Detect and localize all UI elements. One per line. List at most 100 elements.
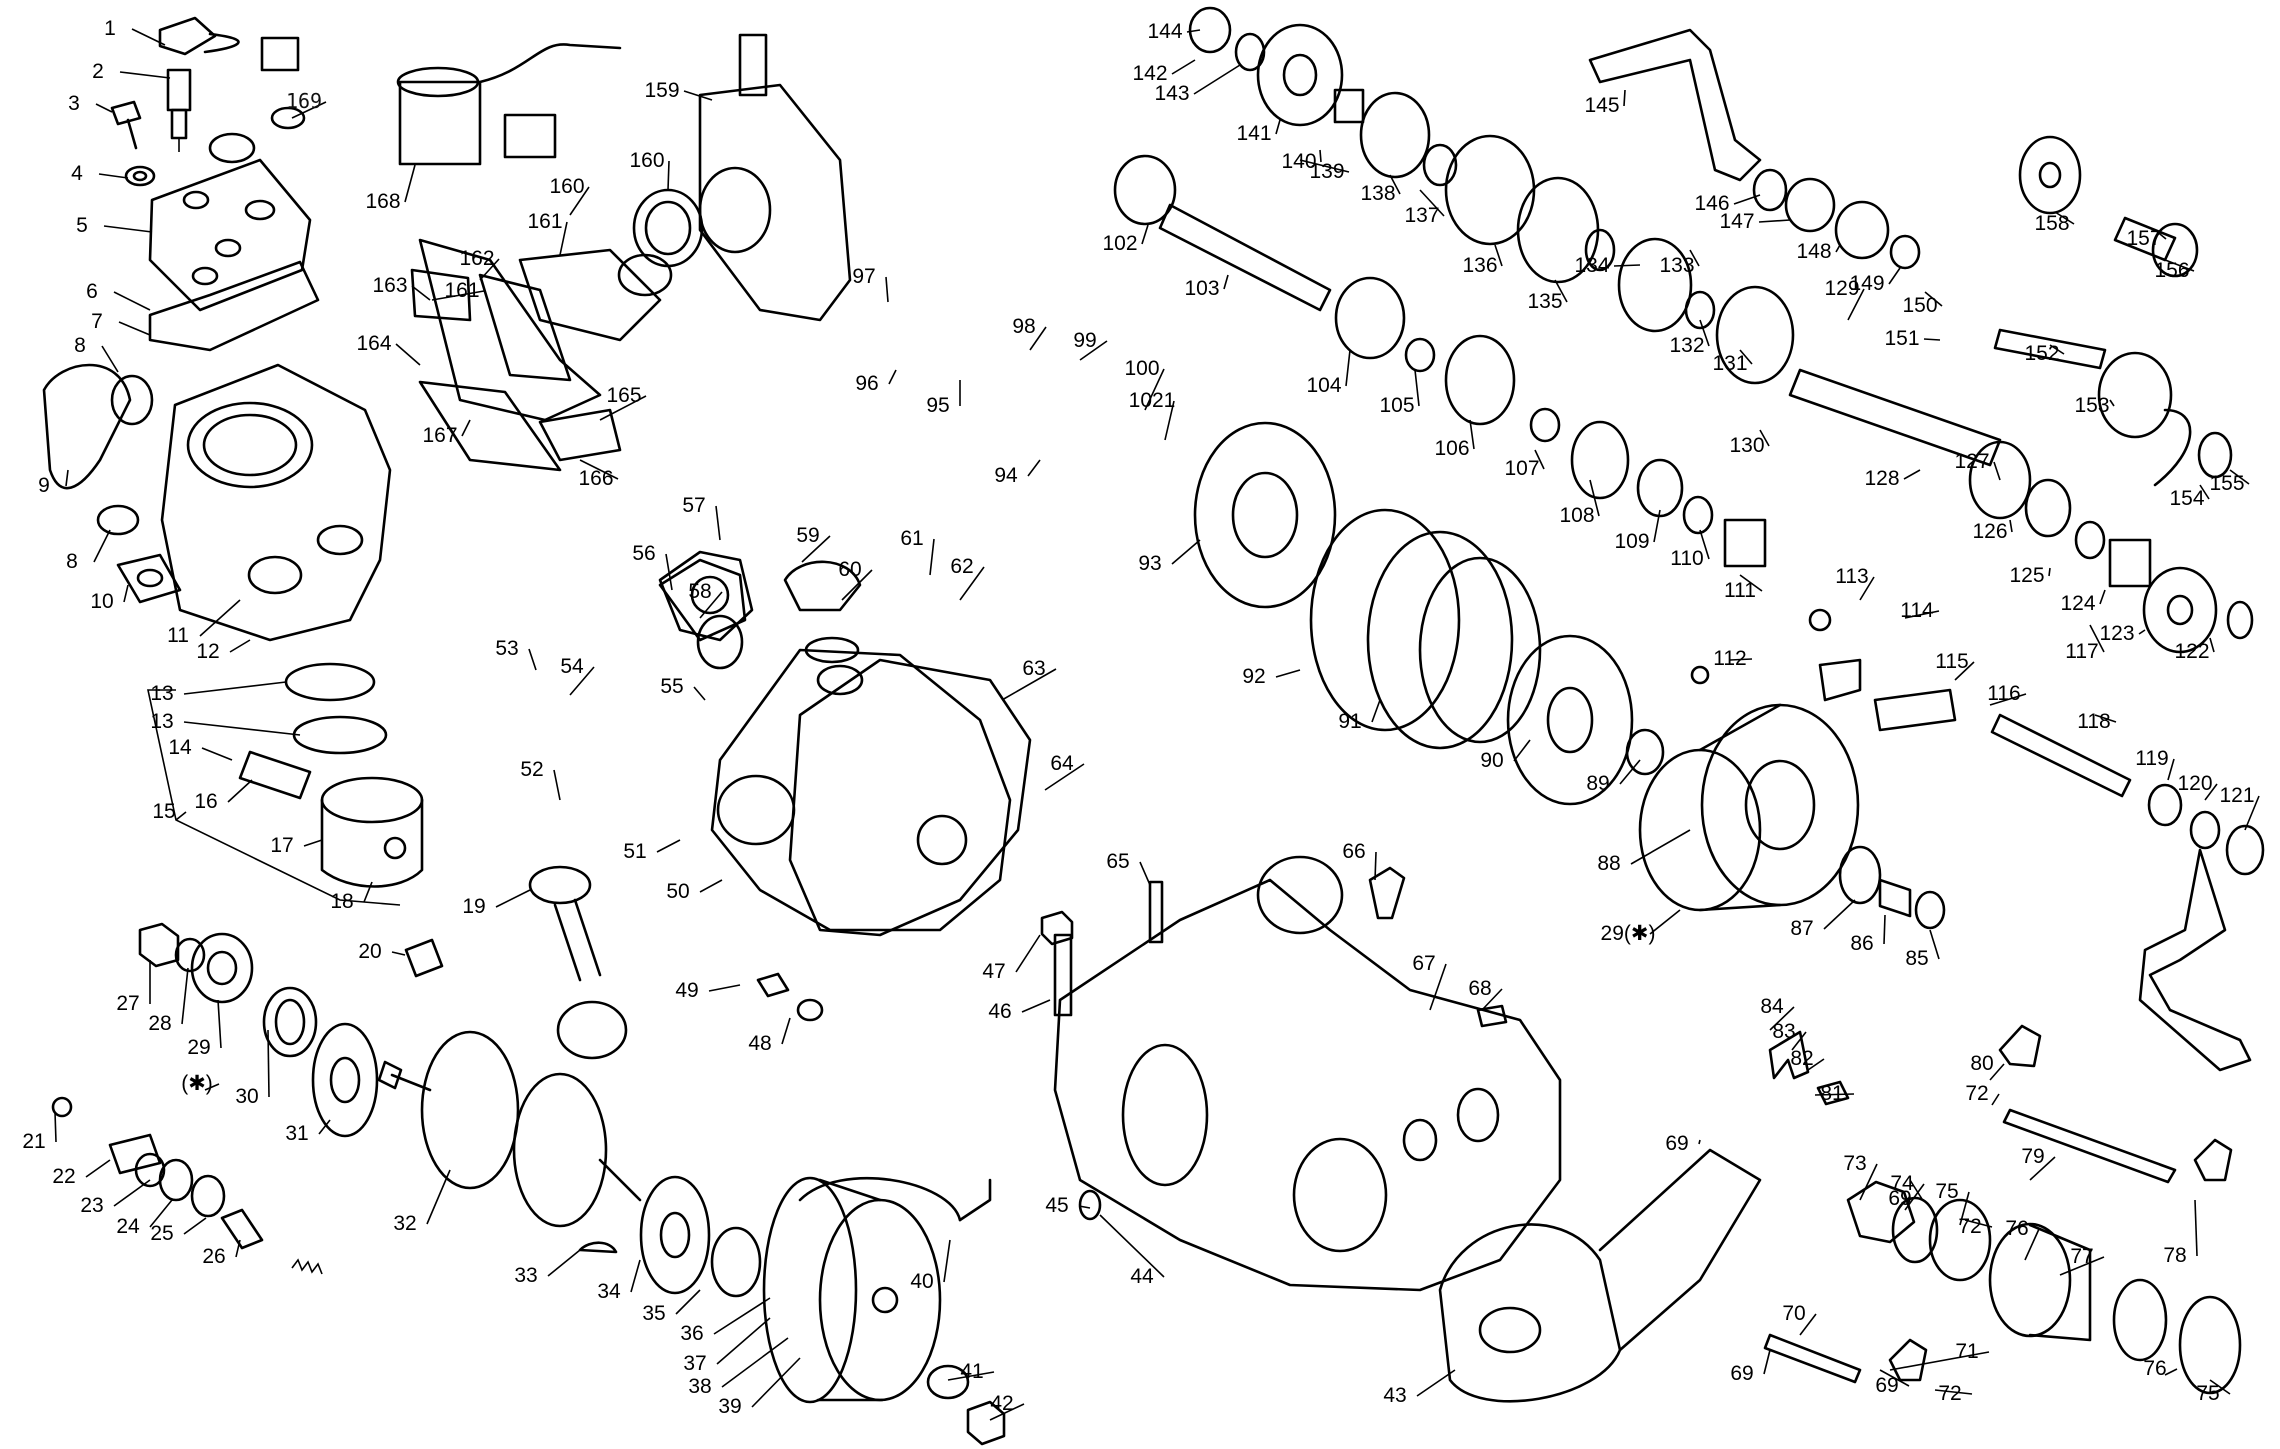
exhaust-flange-gasket: [116, 553, 182, 604]
leader-line: [113, 1179, 151, 1207]
part-label: 11: [167, 624, 189, 647]
leader-line: [1993, 461, 2001, 481]
leader-line: [547, 1249, 581, 1277]
leader-line: [2164, 1368, 2178, 1376]
part-label: 97: [852, 265, 875, 288]
connecting-rod: [528, 865, 628, 1060]
leader-line: [1924, 291, 1943, 307]
part-label: 38: [688, 1375, 711, 1398]
leader-line: [1139, 861, 1151, 886]
part-label: 100: [1124, 357, 1159, 380]
leader-line: [599, 395, 647, 421]
main-shaft: [1113, 154, 1332, 312]
leader-line: [1733, 194, 1761, 205]
star-cam-74: [1846, 1180, 1939, 1264]
part-label: 129: [1824, 277, 1859, 300]
part-label: 110: [1670, 547, 1703, 570]
leader-line: [675, 1289, 701, 1315]
leader-line: [1879, 1369, 1910, 1387]
leader-line: [1534, 449, 1545, 470]
part-label: 165: [606, 384, 641, 407]
leader-line: [1903, 469, 1921, 480]
leader-line: [1989, 1063, 2005, 1081]
leader-line: [1649, 909, 1681, 935]
leader-line: [2154, 229, 2167, 240]
leader-line: [553, 769, 561, 801]
leader-line: [199, 599, 241, 637]
gears-middle-row: [1334, 276, 1767, 568]
leader-line: [1275, 119, 1281, 135]
part-label: 90: [1480, 749, 1503, 772]
leader-line: [1799, 1313, 1817, 1336]
leader-line: [2204, 783, 2218, 801]
dowel-pin: [1078, 1189, 1102, 1221]
part-label: 131: [1712, 352, 1747, 375]
part-label: 35: [642, 1302, 665, 1325]
leader-line: [183, 721, 301, 736]
leader-line: [1419, 189, 1445, 217]
part-label: 12: [196, 640, 219, 663]
part-label: (✱): [181, 1072, 213, 1095]
leader-line: [229, 639, 251, 653]
leader-line: [2054, 211, 2075, 225]
leader-line: [426, 1169, 451, 1225]
nut-and-washer: [138, 922, 206, 973]
piston-pin: [238, 750, 312, 800]
leader-line: [2094, 714, 2117, 723]
leader-line: [2029, 1156, 2056, 1181]
part-label: 161: [527, 210, 562, 233]
leader-line: [431, 290, 485, 301]
part-label: 58: [688, 580, 711, 603]
leader-line: [404, 164, 416, 203]
leader-line: [2009, 519, 2013, 533]
part-label: 96: [855, 372, 878, 395]
kickstart-lever-top: [1588, 28, 1921, 270]
part-label: 30: [235, 1085, 258, 1108]
leader-line: [1763, 1349, 1771, 1375]
part-label: 158: [2034, 212, 2069, 235]
part-label: 75: [1935, 1180, 1958, 1203]
switch-sensor: [260, 36, 306, 130]
part-label: 91: [1338, 710, 1361, 733]
part-label: 111: [1724, 579, 1756, 602]
leader-line: [461, 419, 471, 437]
part-label: 42: [990, 1392, 1013, 1415]
shift-forks-and-rods: [1763, 1024, 2233, 1384]
leader-line: [1193, 64, 1241, 95]
part-label: 1: [104, 17, 116, 40]
part-label: 92: [1242, 665, 1265, 688]
part-label: 78: [2163, 1244, 2186, 1267]
part-label: 47: [982, 960, 1005, 983]
part-label: 51: [623, 840, 646, 863]
part-label: 15: [152, 800, 175, 823]
leader-line: [989, 1403, 1025, 1421]
leader-line: [2244, 795, 2260, 831]
part-label: 25: [150, 1222, 173, 1245]
leader-line: [1141, 224, 1149, 245]
part-label: 7: [91, 310, 103, 333]
leader-line: [1991, 1093, 2000, 1106]
leader-line: [131, 28, 166, 46]
part-label: 86: [1850, 932, 1873, 955]
part-label: 3: [68, 92, 80, 115]
washer: [124, 165, 156, 187]
part-label: 8: [74, 334, 86, 357]
leader-line: [801, 535, 831, 563]
part-label: 70: [1782, 1302, 1805, 1325]
leader-line: [1186, 29, 1201, 33]
leader-line: [715, 505, 721, 541]
leader-line: [1859, 1163, 1878, 1201]
leader-line: [2167, 758, 2175, 781]
part-label: 135: [1527, 290, 1562, 313]
part-label: 69: [1665, 1132, 1688, 1155]
part-label: 103: [1184, 277, 1219, 300]
leader-line: [959, 566, 985, 601]
leader-line: [1619, 759, 1641, 785]
part-label: 2: [92, 60, 104, 83]
leader-line: [1954, 661, 1975, 681]
part-label: 14: [168, 736, 192, 759]
shift-shaft-119: [1990, 713, 2221, 850]
part-label: 17: [270, 834, 293, 857]
leader-line: [119, 71, 171, 79]
spring-169: [291, 1258, 323, 1275]
